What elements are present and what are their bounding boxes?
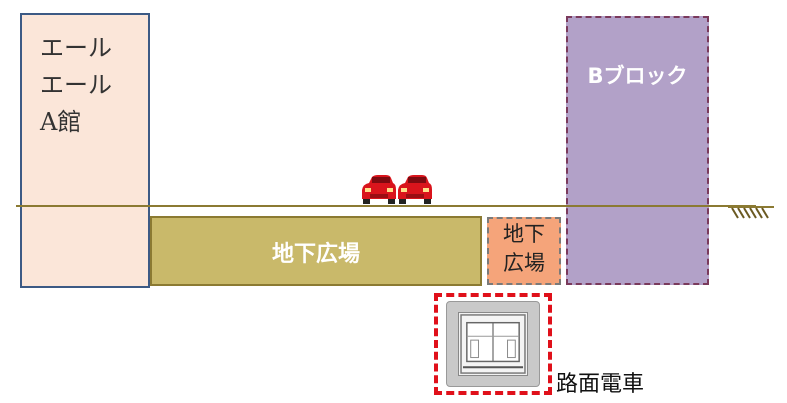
building-b [566,16,709,285]
small-plaza-label: 地下 広場 [487,220,561,278]
building-a-label-line3: A館 [40,108,82,136]
small-plaza-label-line2: 広場 [503,251,545,275]
building-a-label: エール エール A館 [22,30,122,141]
underground-plaza [150,216,482,286]
small-plaza-label-line1: 地下 [503,222,545,246]
ground-line [16,205,756,207]
tram-label: 路面電車 [556,372,645,397]
car-icon [362,175,396,204]
underground-plaza-label: 地下広場 [271,242,360,267]
car-icon [398,175,432,204]
building-b-label: Bブロック [587,64,688,88]
small-underground-plaza [487,217,561,285]
building-a-label-line1: エール [40,34,112,62]
building-a-label-line2: エール [40,71,112,99]
ground-hatch-icon [728,206,774,219]
cars [362,175,432,204]
tram-cross-section [458,312,528,376]
building-a [20,13,150,288]
